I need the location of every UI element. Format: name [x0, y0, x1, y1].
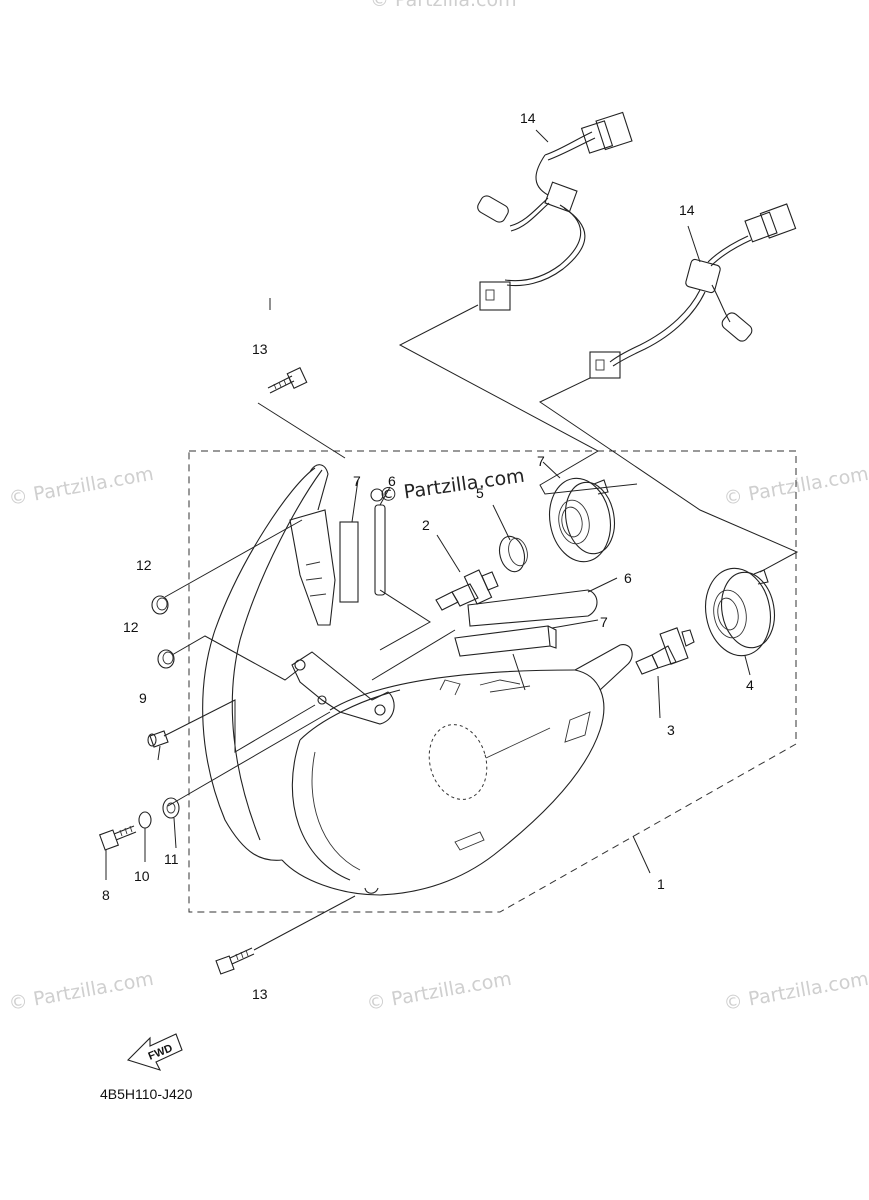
clip-set-lower	[454, 589, 598, 657]
assembly-boundary	[188, 450, 797, 913]
watermark-left-mid: © Partzilla.com	[7, 463, 155, 510]
callout-13-upper: 13	[252, 341, 268, 357]
callout-6-upper: 6	[388, 473, 396, 489]
callout-6-lower: 6	[624, 570, 632, 586]
callout-labels: 1 2 3 4 5 6 6 7 7 7 8 9 10 11 12 12 13 1…	[102, 110, 754, 1002]
callout-9: 9	[139, 690, 147, 706]
callout-4: 4	[746, 677, 754, 693]
watermark-right-bottom: © Partzilla.com	[722, 968, 869, 1015]
callout-8: 8	[102, 887, 110, 903]
callout-11: 11	[164, 851, 179, 867]
watermark-left-bottom: © Partzilla.com	[7, 968, 155, 1015]
screw-13-upper	[257, 367, 346, 459]
callout-3: 3	[667, 722, 675, 738]
watermark-center: © Partzilla.com	[378, 465, 526, 507]
small-hardware	[98, 595, 180, 851]
harness-leaders	[398, 304, 799, 573]
watermarks: © Partzilla.com © Partzilla.com © Partzi…	[7, 0, 869, 1015]
watermark-center-bottom: © Partzilla.com	[365, 968, 513, 1015]
bulb-2	[435, 569, 499, 611]
callout-12-upper: 12	[136, 557, 152, 573]
callout-7-left: 7	[353, 473, 361, 489]
callout-7-top: 7	[537, 453, 545, 469]
callout-14-upper: 14	[520, 110, 536, 126]
bulb-cover-upper	[549, 477, 615, 563]
clip-set-upper	[339, 488, 386, 603]
callout-7-right: 7	[600, 614, 608, 630]
callout-10: 10	[134, 868, 150, 884]
leader-lines	[105, 129, 751, 951]
callout-13-lower: 13	[252, 986, 268, 1002]
callout-12-lower: 12	[123, 619, 139, 635]
screw-13-lower	[215, 947, 255, 975]
callout-2: 2	[422, 517, 430, 533]
socket-5	[498, 535, 528, 573]
bulb-3	[635, 627, 695, 675]
headlight-housing	[202, 464, 633, 896]
wire-harness-lower	[589, 203, 797, 379]
callout-5: 5	[476, 485, 484, 501]
wire-harness-upper	[477, 111, 633, 311]
fwd-arrow: FWD	[126, 1033, 183, 1071]
bulb-cover-4	[705, 567, 775, 657]
drawing-code: 4B5H110-J420	[100, 1086, 193, 1102]
headlight-bracket	[291, 651, 395, 725]
callout-1: 1	[657, 876, 665, 892]
callout-14-lower: 14	[679, 202, 695, 218]
watermark-top: © Partzilla.com	[370, 0, 517, 11]
